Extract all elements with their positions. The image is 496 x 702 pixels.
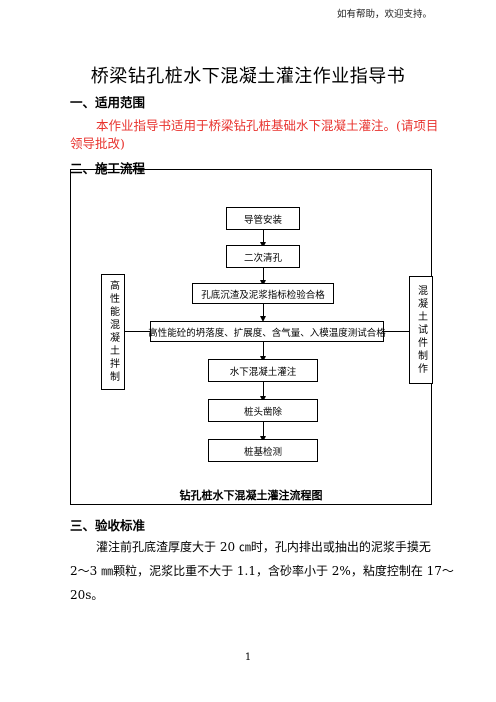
flow-arrow bbox=[259, 316, 266, 322]
section3-line2: 2～3 ㎜颗粒，泥浆比重不大于 1.1，含砂率小于 2%，粘度控制在 17～ bbox=[70, 564, 454, 578]
left-box-mixing: 高性能混凝土拌制 bbox=[101, 274, 125, 390]
flowchart-caption: 钻孔桩水下混凝土灌注流程图 bbox=[179, 489, 323, 502]
flow-step-pile-testing: 桩基检测 bbox=[208, 439, 318, 462]
right-connector bbox=[384, 331, 409, 332]
left-box-label: 高性能混凝土拌制 bbox=[107, 280, 119, 384]
flow-connector bbox=[263, 268, 264, 283]
section1-heading: 一、适用范围 bbox=[70, 95, 146, 110]
page-number: 1 bbox=[244, 652, 252, 663]
flow-step-pipe-install: 导管安装 bbox=[226, 207, 300, 230]
flow-step-underwater-pour: 水下混凝土灌注 bbox=[208, 359, 318, 382]
flow-connector bbox=[263, 342, 264, 359]
flowchart: 导管安装 二次清孔 孔底沉渣及泥浆指标检验合格 高性能砼的坍落度、扩展度、含气量… bbox=[70, 169, 433, 505]
flow-connector bbox=[263, 230, 264, 245]
section2-heading: 二、施工流程 bbox=[70, 161, 146, 176]
flow-connector bbox=[263, 422, 264, 439]
section3-heading: 三、验收标准 bbox=[70, 518, 146, 533]
flow-step-pile-head-removal: 桩头凿除 bbox=[208, 399, 318, 422]
section1-line1: 本作业指导书适用于桥梁钻孔桩基础水下混凝土灌注。(请项目 bbox=[96, 118, 439, 133]
document-title: 桥梁钻孔桩水下混凝土灌注作业指导书 bbox=[90, 66, 406, 87]
section3-line1: 灌注前孔底渣厚度大于 20 ㎝时，孔内排出或抽出的泥浆手摸无 bbox=[96, 540, 431, 554]
section3-line3: 20s。 bbox=[70, 588, 104, 602]
flow-step-sediment-check: 孔底沉渣及泥浆指标检验合格 bbox=[192, 283, 334, 304]
section1-line2: 领导批改) bbox=[70, 136, 125, 151]
flow-connector bbox=[263, 304, 264, 319]
flow-step-concrete-test: 高性能砼的坍落度、扩展度、含气量、入模温度测试合格 bbox=[148, 321, 386, 342]
right-box-specimen: 混凝土试件制作 bbox=[409, 276, 433, 384]
flow-connector bbox=[263, 382, 264, 399]
right-box-label: 混凝土试件制作 bbox=[415, 284, 427, 376]
header-note: 如有帮助，欢迎支持。 bbox=[336, 9, 432, 20]
left-connector bbox=[125, 331, 150, 332]
flow-step-second-cleaning: 二次清孔 bbox=[226, 245, 300, 268]
